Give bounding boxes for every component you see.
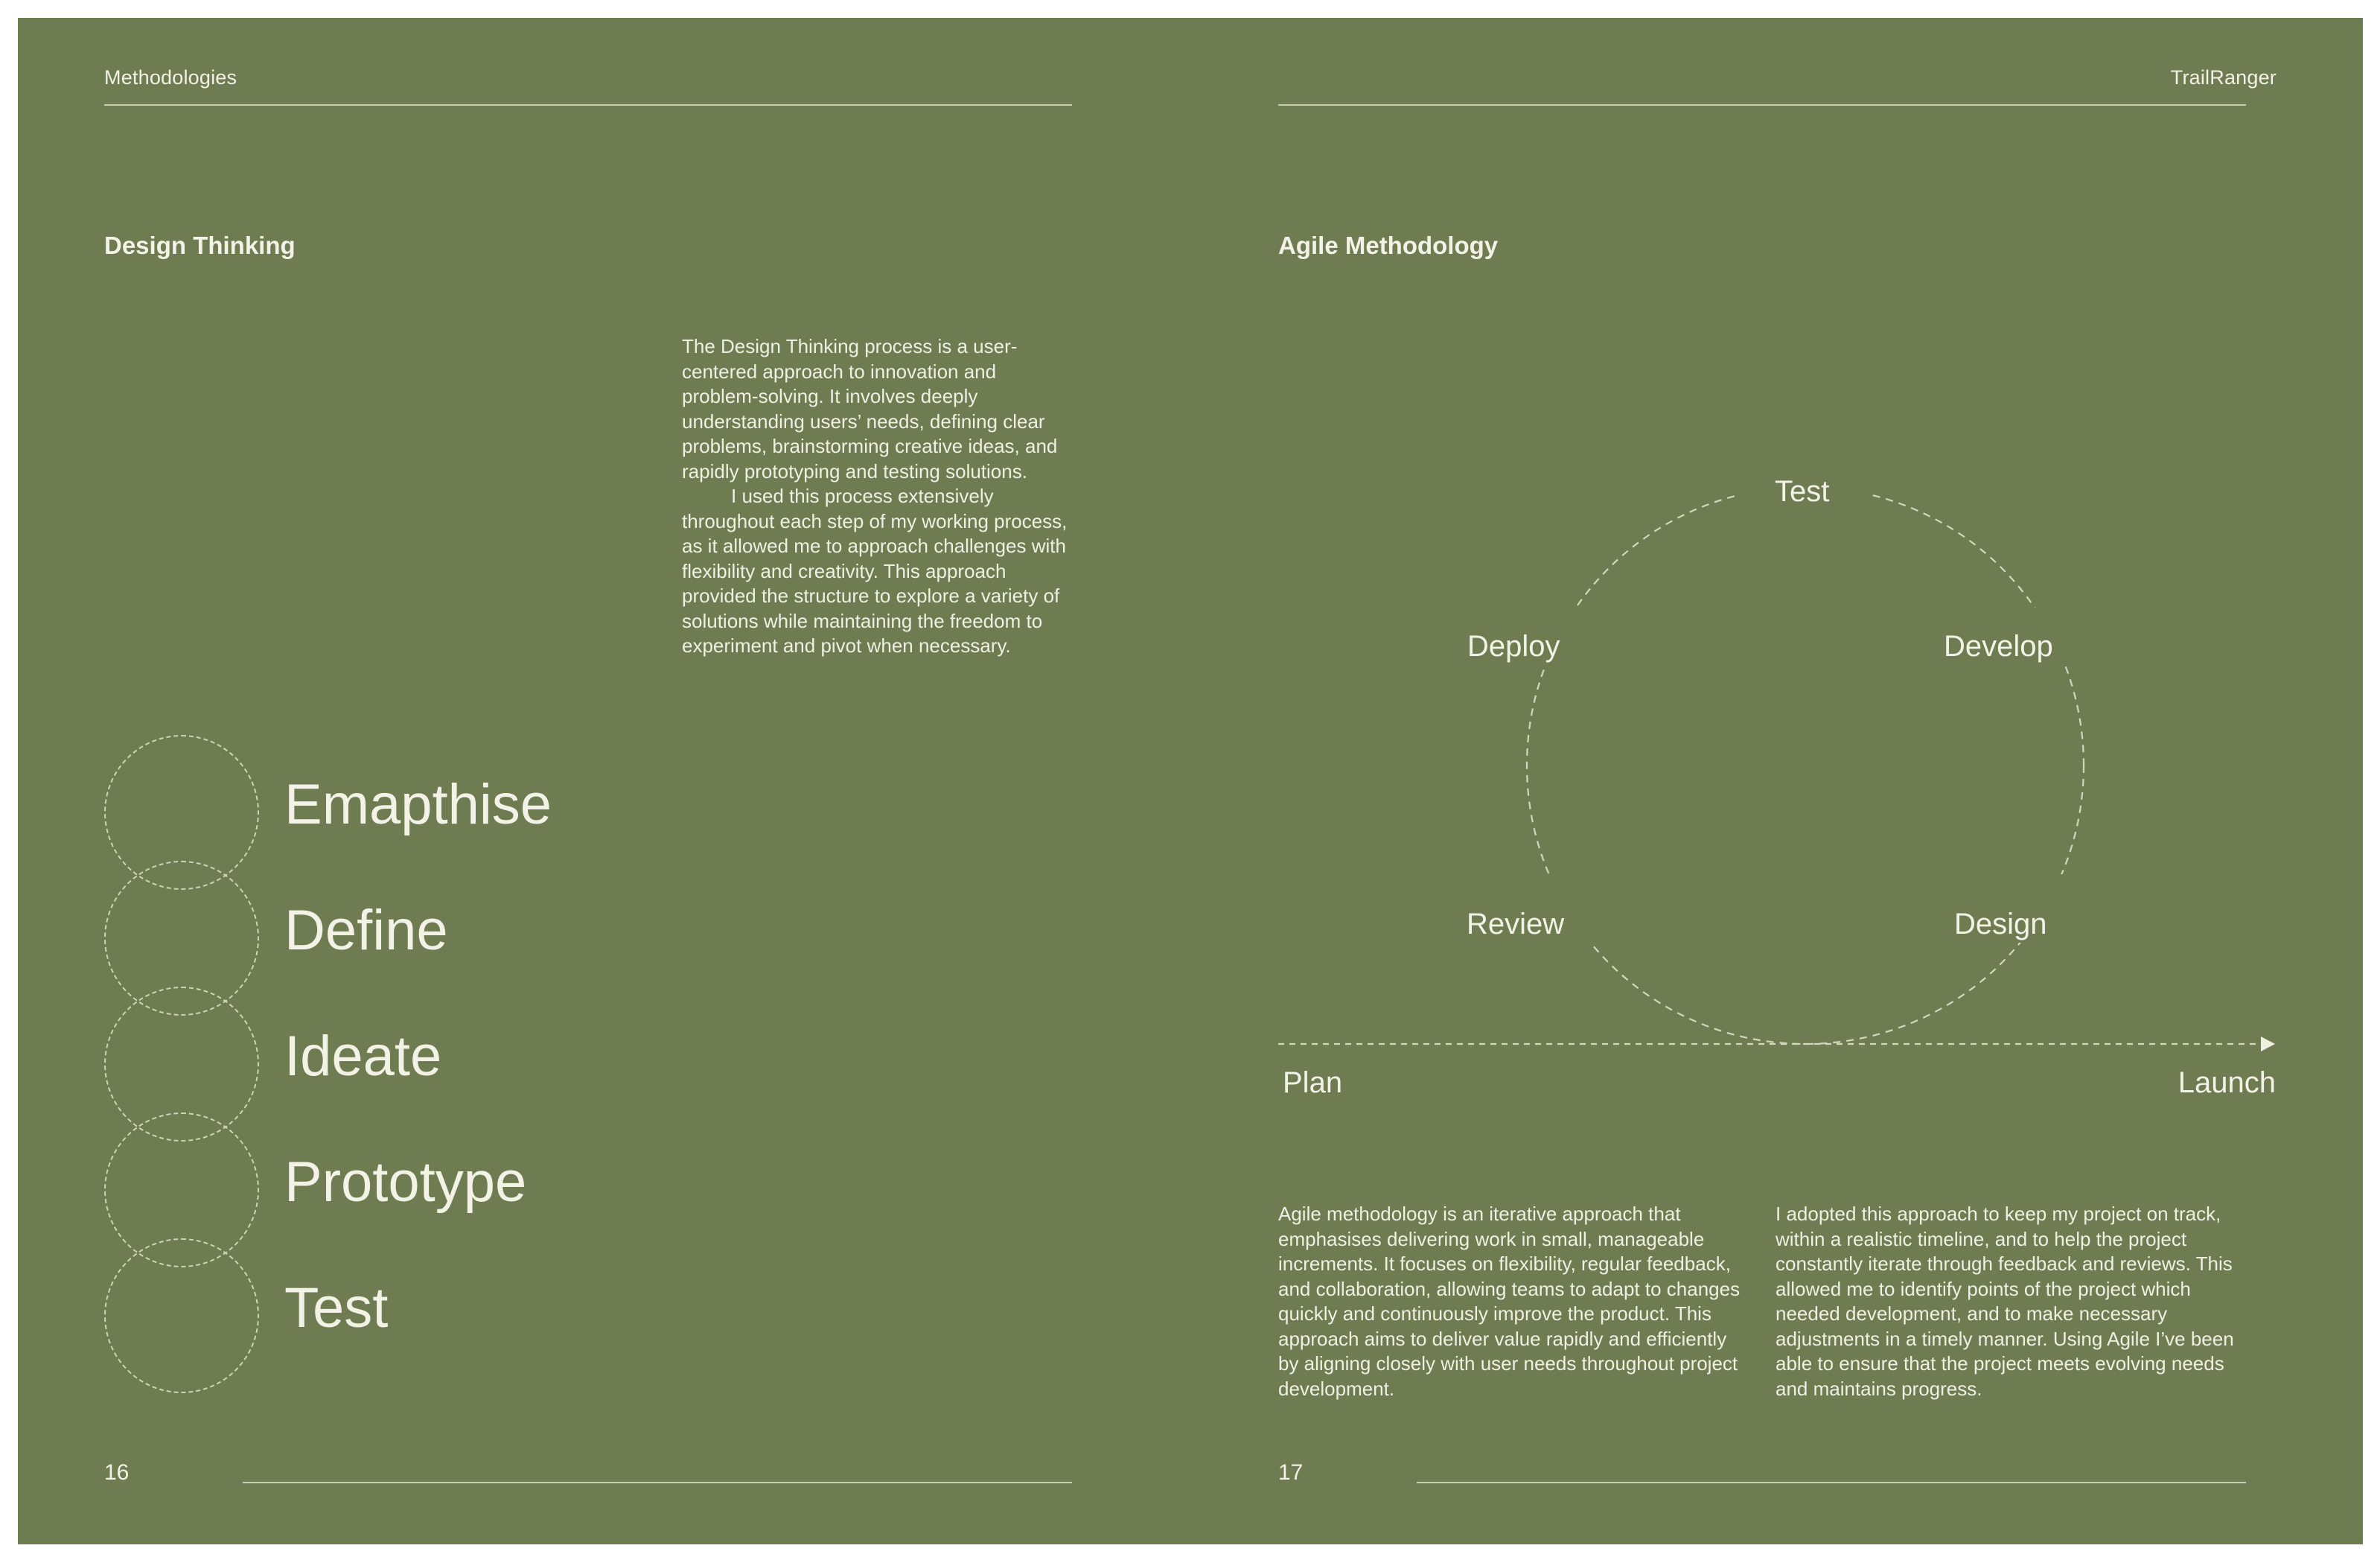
cycle-label-test: Test: [1775, 475, 1830, 508]
running-head-left: Methodologies: [104, 66, 237, 89]
cycle-label-design: Design: [1954, 908, 2047, 940]
timeline-label-plan: Plan: [1283, 1066, 1343, 1099]
header-rule-left: [104, 104, 1072, 106]
footer-rule-left: [243, 1482, 1072, 1483]
running-head-right: TrailRanger: [2170, 66, 2277, 89]
timeline-arrow-icon: [2261, 1037, 2275, 1051]
timeline-label-launch: Launch: [2178, 1066, 2276, 1099]
cycle-label-review: Review: [1467, 908, 1565, 940]
design-thinking-intro: The Design Thinking process is a user-ce…: [682, 334, 1069, 659]
book-spread: Methodologies Design Thinking The Design…: [18, 18, 2363, 1544]
page-number-left: 16: [104, 1460, 130, 1485]
stage-label: Prototype: [284, 1150, 527, 1214]
cycle-label-deploy: Deploy: [1467, 630, 1560, 663]
agile-description: Agile methodology is an iterative approa…: [1278, 1203, 1741, 1400]
intro-paragraph-2: I used this process extensively througho…: [682, 485, 1068, 657]
left-page: Methodologies Design Thinking The Design…: [18, 18, 1190, 1544]
agile-cycle-diagram: [1278, 465, 2275, 1051]
label-gap-upper-right: [1965, 608, 2113, 666]
stage-emapthise: Emapthise: [104, 735, 625, 893]
label-gap-top: [1738, 465, 1872, 514]
label-gap-upper-left: [1503, 608, 1644, 666]
stage-label: Test: [284, 1276, 389, 1340]
stage-label: Ideate: [284, 1025, 442, 1088]
agile-paragraph-left: Agile methodology is an iterative approa…: [1278, 1202, 1747, 1401]
agile-reflection: I adopted this approach to keep my proje…: [1776, 1203, 2234, 1400]
stage-label: Emapthise: [284, 773, 552, 836]
agile-paragraph-right: I adopted this approach to keep my proje…: [1776, 1202, 2237, 1401]
stage-test: Test: [104, 1238, 625, 1396]
stage-label: Define: [284, 899, 448, 962]
dashed-circle: [104, 1238, 259, 1393]
section-title-design-thinking: Design Thinking: [104, 232, 296, 259]
section-title-agile: Agile Methodology: [1278, 232, 1499, 259]
intro-paragraph-1: The Design Thinking process is a user-ce…: [682, 335, 1058, 483]
cycle-label-develop: Develop: [1944, 630, 2053, 663]
label-gap-lower-right: [1965, 874, 2113, 943]
cycle-circle: [1525, 485, 2085, 1045]
label-gap-lower-left: [1503, 874, 1644, 943]
stage-ideate: Ideate: [104, 987, 625, 1144]
header-rule-right: [1278, 104, 2246, 106]
page-number-right: 17: [1278, 1460, 1304, 1485]
footer-rule-right: [1417, 1482, 2246, 1483]
right-page: TrailRanger Agile Methodology Test Deplo…: [1190, 18, 2363, 1544]
